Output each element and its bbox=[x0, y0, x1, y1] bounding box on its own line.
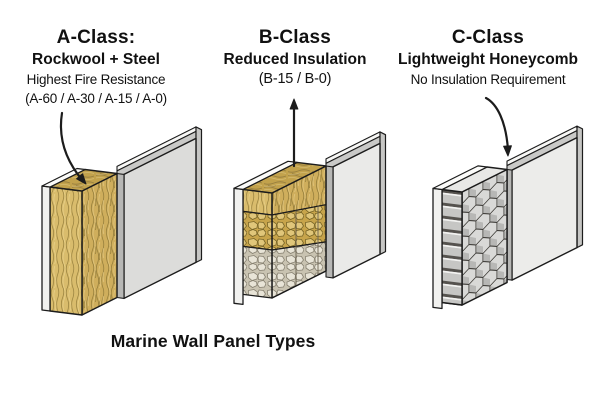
panel-a-ratings: (A-60 / A-30 / A-15 / A-0) bbox=[25, 91, 167, 106]
panel-c-property: No Insulation Requirement bbox=[410, 72, 566, 87]
panel-b-material: Reduced Insulation bbox=[223, 51, 367, 68]
panel-b-ratings: (B-15 / B-0) bbox=[258, 71, 332, 87]
panel-c-material: Lightweight Honeycomb bbox=[398, 51, 578, 68]
panel-b-drawing bbox=[233, 131, 387, 306]
panel-a-label: A-Class: Rockwool + Steel Highest Fire R… bbox=[5, 26, 187, 108]
diagram-title: Marine Wall Panel Types bbox=[110, 331, 316, 351]
panel-a-heading: A-Class: bbox=[56, 27, 136, 48]
panel-c-drawing bbox=[432, 125, 584, 310]
panel-b-heading: B-Class bbox=[258, 27, 332, 48]
panel-a-material: Rockwool + Steel bbox=[32, 51, 160, 68]
panel-b-arrow bbox=[289, 98, 299, 168]
panel-b-label: B-Class Reduced Insulation (B-15 / B-0) bbox=[205, 26, 385, 89]
panel-a-arrow bbox=[59, 111, 87, 185]
panel-c-heading: C-Class bbox=[451, 27, 525, 48]
panel-c-arrow bbox=[484, 96, 512, 157]
panel-c-label: C-Class Lightweight Honeycomb No Insulat… bbox=[398, 26, 578, 89]
panel-a-property: Highest Fire Resistance bbox=[26, 72, 166, 87]
